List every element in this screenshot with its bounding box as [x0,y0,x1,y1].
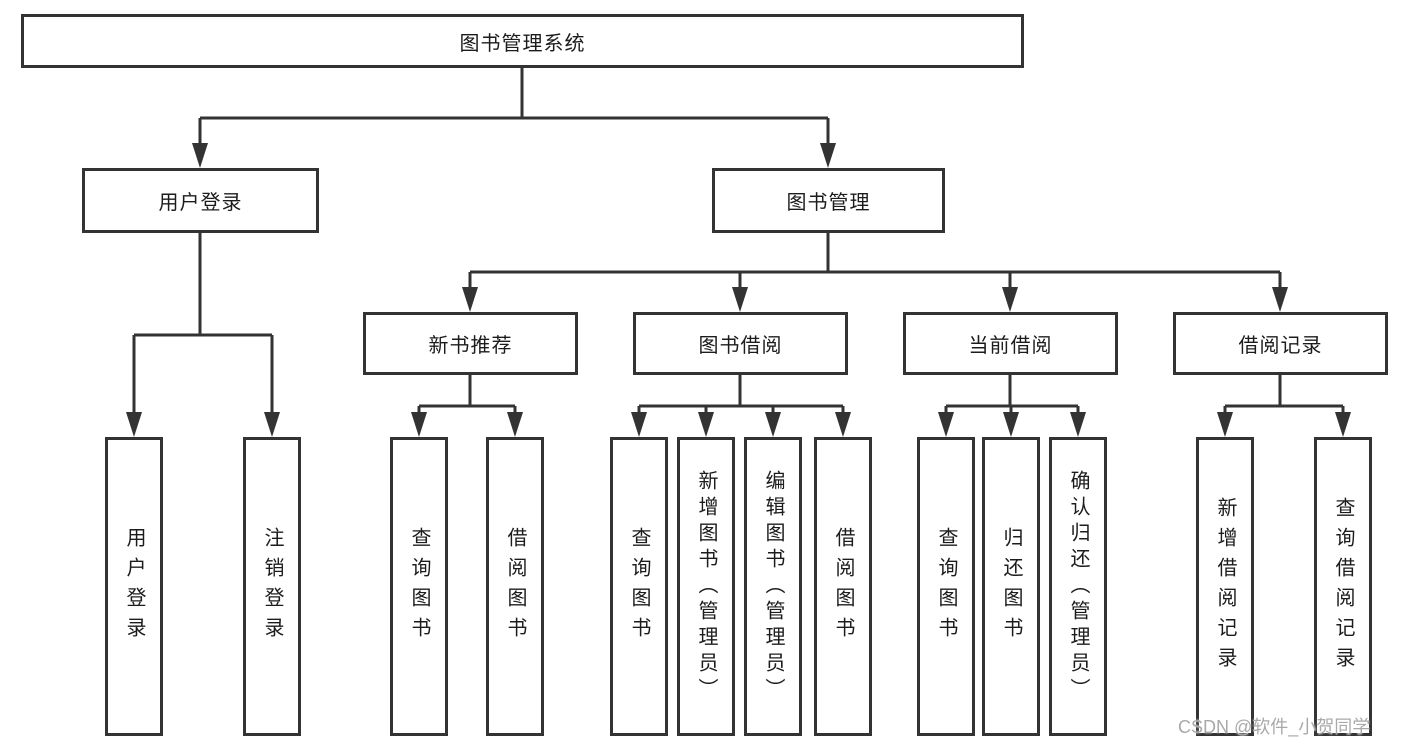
node-user-login: 用户登录 [82,168,319,233]
node-book-management-label: 图书管理 [786,192,871,214]
leaf-return-books: 归还图书 [982,437,1040,736]
leaf-edit-books-admin-label: 编辑图书（管理员） [762,469,784,704]
node-library-system: 图书管理系统 [21,14,1024,68]
leaf-query-books-current-label: 查询图书 [935,526,957,647]
node-book-management: 图书管理 [712,168,945,233]
node-new-book-recommendation-label: 新书推荐 [428,335,513,357]
leaf-query-books-recommend-label: 查询图书 [408,526,430,647]
node-user-login-label: 用户登录 [158,192,243,214]
watermark: CSDN @软件_小贺同学 [1178,717,1371,737]
leaf-logout-label: 注销登录 [261,526,283,647]
leaf-borrow-books-recommend: 借阅图书 [486,437,544,736]
node-borrowing-records: 借阅记录 [1173,312,1388,375]
leaf-query-books-borrow-label: 查询图书 [628,526,650,647]
arrowheads [126,143,1351,437]
leaf-confirm-return-admin: 确认归还（管理员） [1049,437,1107,736]
leaf-add-borrow-record-label: 新增借阅记录 [1214,496,1236,677]
leaf-query-borrow-record-label: 查询借阅记录 [1332,496,1354,677]
node-book-borrowing-label: 图书借阅 [698,335,783,357]
leaf-borrow-books-label: 借阅图书 [832,526,854,647]
leaf-query-books-current: 查询图书 [917,437,975,736]
node-current-borrowing: 当前借阅 [903,312,1118,375]
leaf-edit-books-admin: 编辑图书（管理员） [744,437,802,736]
leaf-query-books-recommend: 查询图书 [390,437,448,736]
leaf-logout: 注销登录 [243,437,301,736]
leaf-user-login-label: 用户登录 [123,526,145,647]
leaf-add-borrow-record: 新增借阅记录 [1196,437,1254,736]
node-library-system-label: 图书管理系统 [459,32,586,55]
node-borrowing-records-label: 借阅记录 [1238,335,1323,357]
leaf-return-books-label: 归还图书 [1000,526,1022,647]
node-current-borrowing-label: 当前借阅 [968,335,1053,357]
leaf-borrow-books: 借阅图书 [814,437,872,736]
leaf-confirm-return-admin-label: 确认归还（管理员） [1067,469,1089,704]
connector-paths [132,68,1345,416]
leaf-user-login: 用户登录 [105,437,163,736]
leaf-add-books-admin-label: 新增图书（管理员） [695,469,717,704]
node-book-borrowing: 图书借阅 [633,312,848,375]
leaf-query-borrow-record: 查询借阅记录 [1314,437,1372,736]
leaf-query-books-borrow: 查询图书 [610,437,668,736]
leaf-add-books-admin: 新增图书（管理员） [677,437,735,736]
leaf-borrow-books-recommend-label: 借阅图书 [504,526,526,647]
node-new-book-recommendation: 新书推荐 [363,312,578,375]
